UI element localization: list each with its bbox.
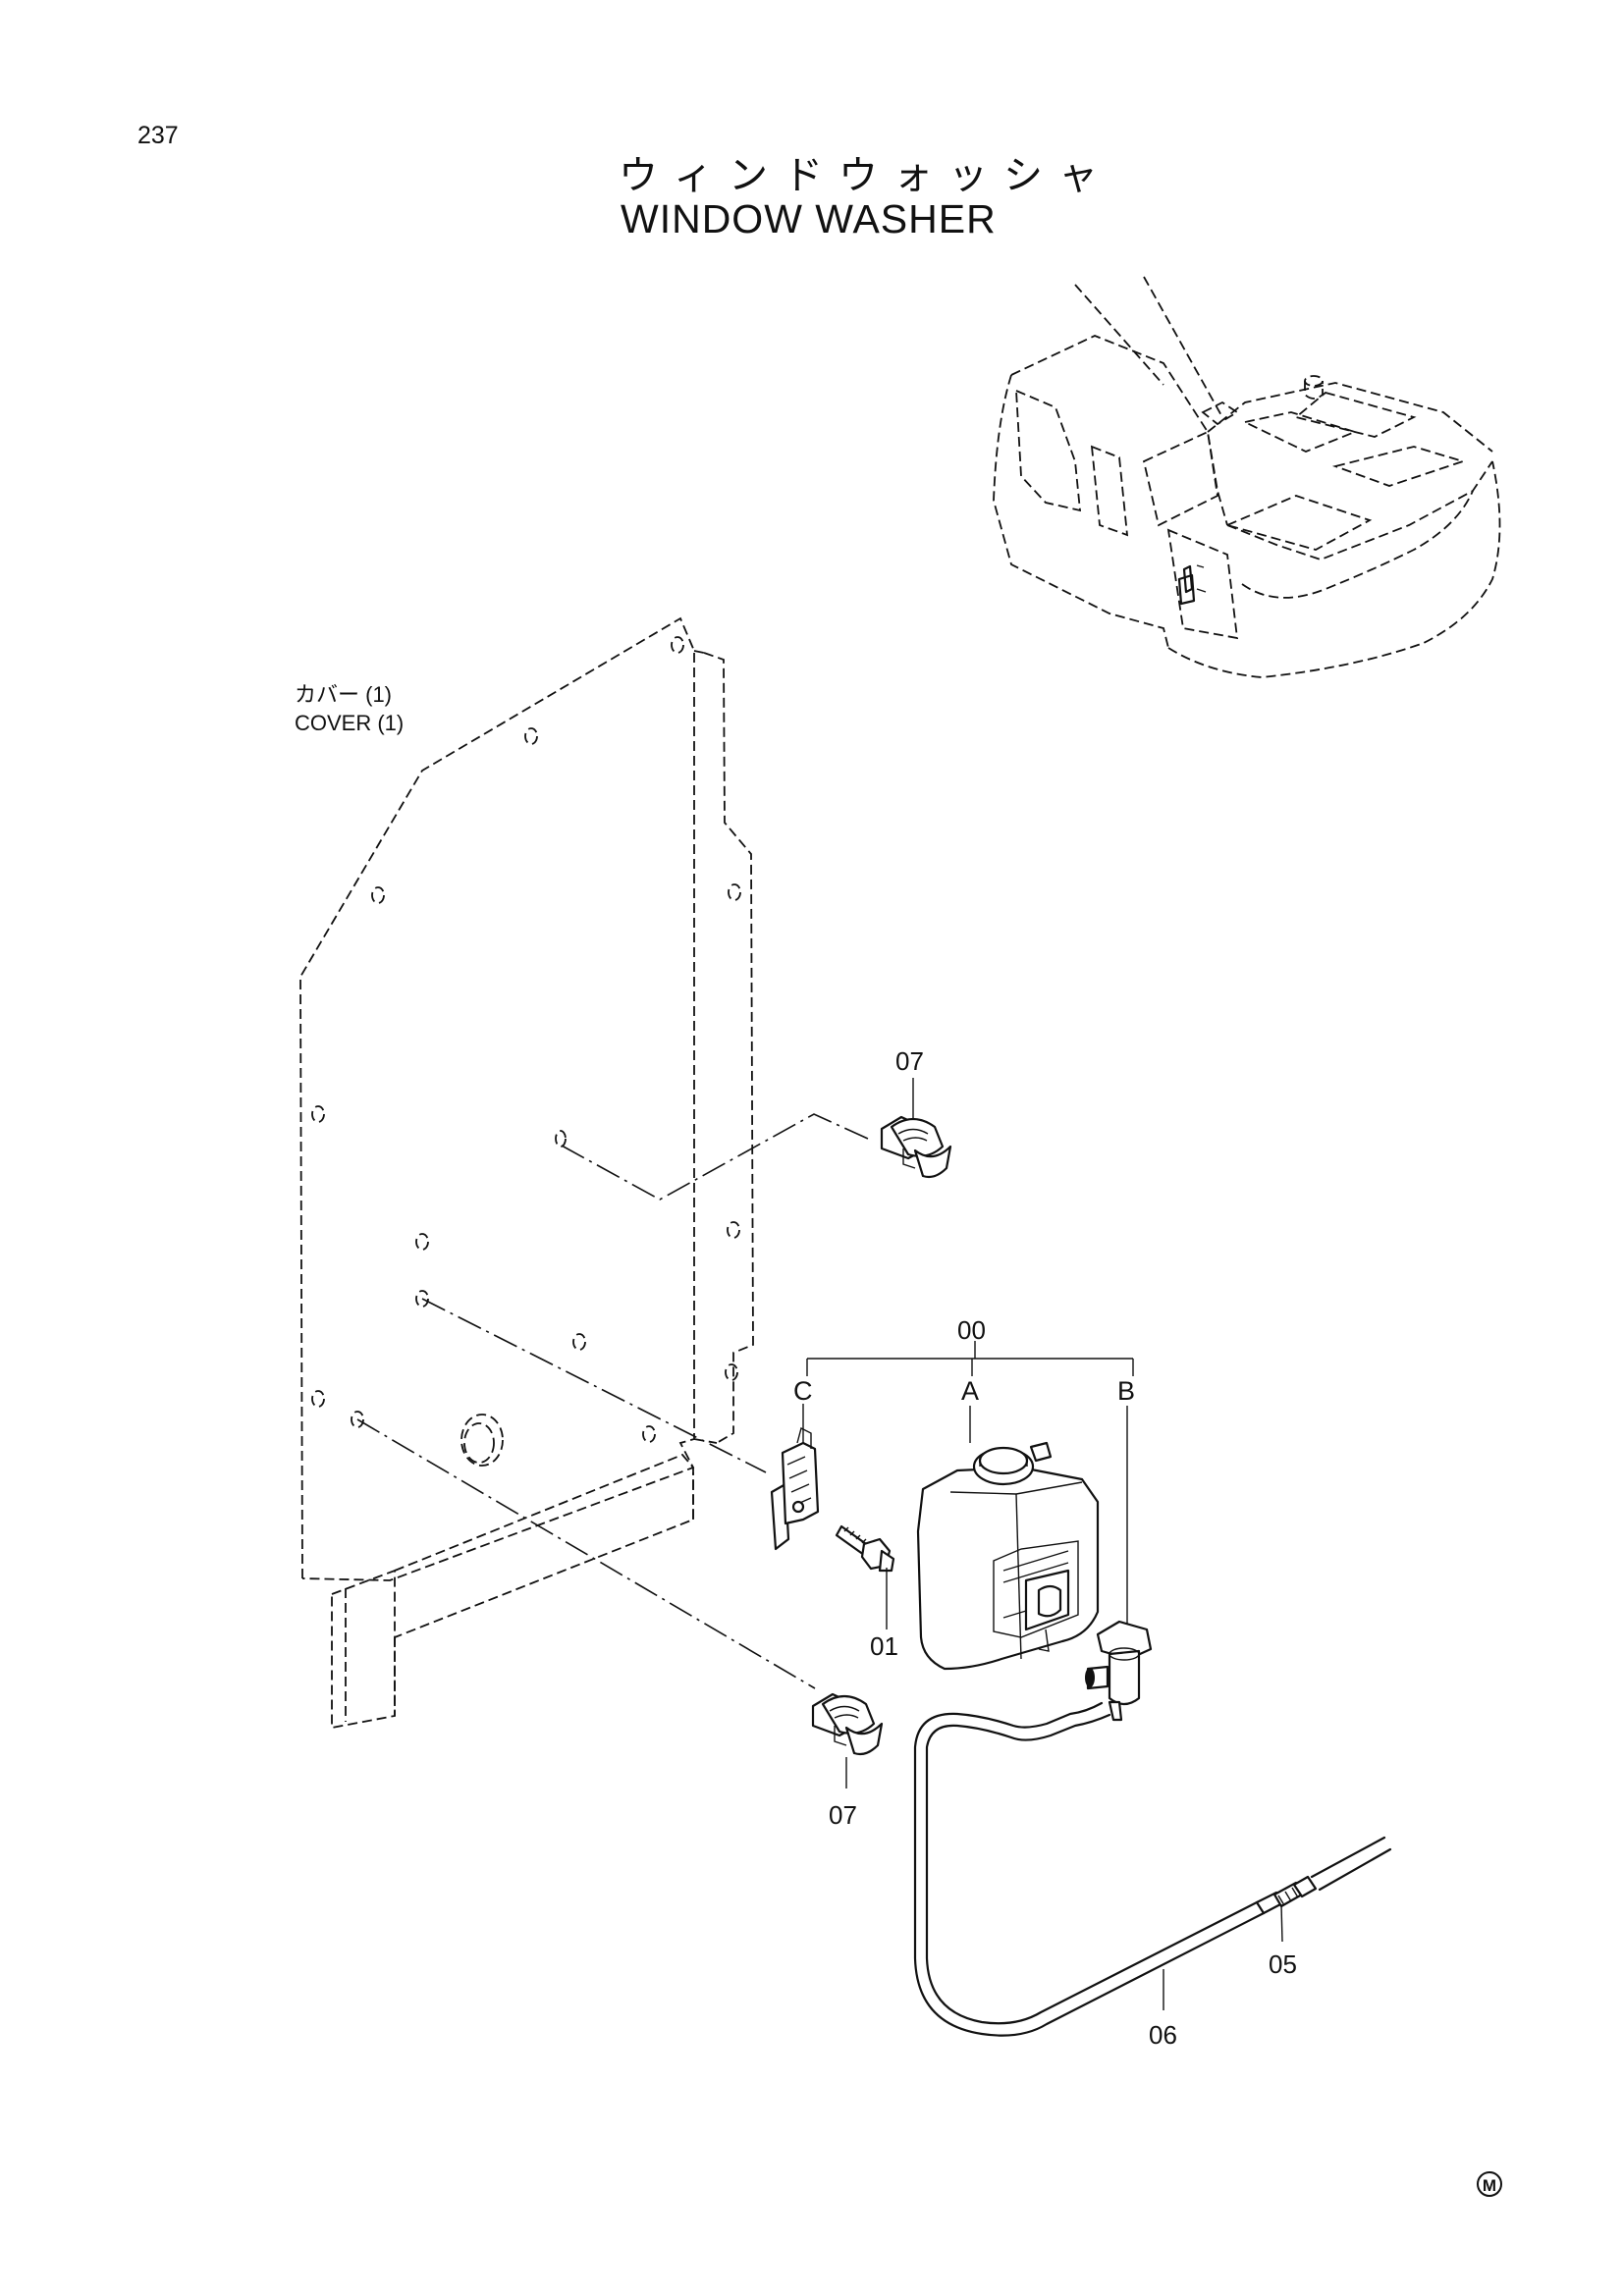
bolt-01 [835,1524,895,1573]
washer-tank-a [916,1441,1100,1671]
label-c: C [793,1376,813,1406]
fitting-05 [1272,1875,1318,1908]
hose-continuation [1310,1836,1392,1892]
excavator-overview [993,276,1501,678]
washer-pump-b [1085,1620,1153,1722]
label-b: B [1117,1376,1135,1406]
label-05: 05 [1269,1949,1297,1979]
hose-06 [913,1701,1284,2037]
chain-line-upper-clamp [561,1113,869,1201]
label-01: 01 [870,1631,898,1661]
page-number: 237 [137,122,179,149]
label-00: 00 [957,1315,986,1345]
cover-panel [299,616,754,1730]
bracket-c [770,1426,820,1551]
label-06: 06 [1149,2020,1177,2050]
title-japanese: ウィンドウォッシャ [619,154,1113,197]
chain-line-bracket [421,1298,767,1473]
footer-mark-letter: M [1483,2176,1496,2195]
clamp-07-lower [811,1692,884,1756]
title-english: WINDOW WASHER [621,196,997,241]
footer-mark-icon: M [1477,2171,1502,2197]
cover-label-english: COVER (1) [295,711,405,735]
callout-leaders [802,1078,1283,2010]
label-07-upper: 07 [895,1046,924,1076]
label-a: A [961,1376,979,1406]
label-07-lower: 07 [829,1800,857,1830]
cover-label-japanese: カバー (1) [295,682,393,707]
clamp-07-upper [880,1115,952,1179]
chain-line-lower-clamp [356,1418,816,1689]
